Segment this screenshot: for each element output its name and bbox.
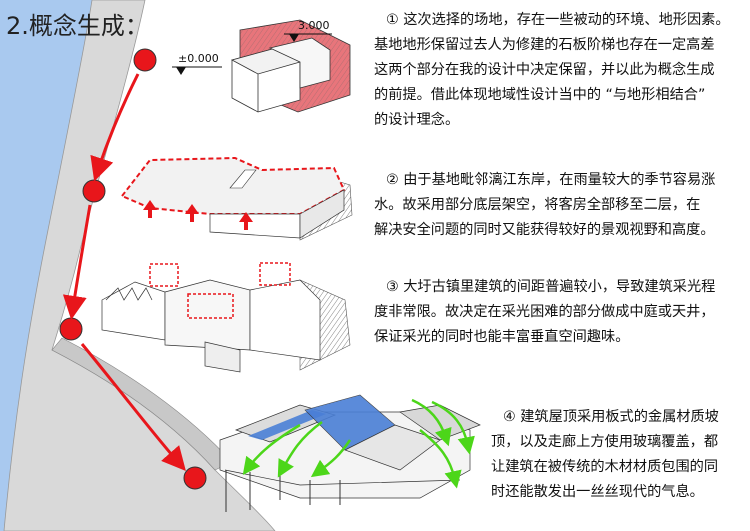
flow-arrow-3 (80, 343, 186, 472)
river (0, 0, 92, 531)
paragraph-line: ① 这次选择的场地，存在一些被动的环境、地形因素。 (386, 12, 730, 28)
level-label-upper: 3.000 (298, 19, 330, 32)
wind-arrow-1 (411, 398, 452, 447)
paragraph-line: 保证采光的同时也能丰富垂直空间趣味。 (374, 329, 630, 345)
paragraph-line: 度非常限。故决定在采光困难的部分做成中庭或天井， (374, 304, 715, 320)
paragraph-line: ② 由于基地毗邻漓江东岸，在雨量较大的季节容易涨 (386, 172, 716, 188)
concept-paragraph-3: ③ 大圩古镇里建筑的间距普遍较小，导致建筑采光程 度非常限。故决定在采光困难的部… (374, 275, 746, 350)
wind-arrow-4 (242, 423, 301, 475)
paragraph-line: ③ 大圩古镇里建筑的间距普遍较小，导致建筑采光程 (386, 279, 716, 295)
paragraph-line: 水。故采用部分底层架空，将客房全部移至二层，在 (374, 197, 701, 213)
wind-arrow-3 (419, 429, 462, 489)
wind-arrow-5 (277, 420, 323, 478)
level-marker-upper (289, 34, 299, 42)
roof-model (219, 394, 481, 512)
lift-arrow-3 (239, 212, 253, 230)
step-marker-2 (82, 179, 106, 203)
paragraph-line: 解决安全问题的同时又能获得较好的景观视野和高度。 (374, 222, 715, 238)
courtyard-model (101, 262, 351, 373)
lift-arrow-2 (185, 204, 199, 222)
paragraph-line: 顶，以及走廊上方使用玻璃覆盖，都 (491, 434, 719, 450)
lift-arrow-1 (143, 200, 157, 218)
terrain-model (230, 19, 351, 113)
paragraph-line: 基地地形保留过去人为修建的石板阶梯也存在一定高差 (374, 37, 715, 53)
step-marker-3 (59, 317, 83, 341)
concept-paragraph-1: ① 这次选择的场地，存在一些被动的环境、地形因素。 基地地形保留过去人为修建的石… (374, 8, 746, 133)
flow-arrow-2 (62, 204, 92, 320)
paragraph-line: 这两个部分在我的设计中决定保留，并以此为概念生成 (374, 62, 715, 78)
flow-arrow-1 (90, 73, 140, 182)
level-label-ground: ±0.000 (178, 52, 219, 65)
concept-paragraph-4: ④ 建筑屋顶采用板式的金属材质坡 顶，以及走廊上方使用玻璃覆盖，都 让建筑在被传… (491, 405, 747, 505)
wind-arrow-6 (310, 439, 352, 478)
paragraph-line: 的前提。借此体现地域性设计当中的 “与地形相结合” (374, 87, 706, 103)
level-marker-ground (176, 67, 186, 75)
concept-paragraph-2: ② 由于基地毗邻漓江东岸，在雨量较大的季节容易涨 水。故采用部分底层架空，将客房… (374, 168, 746, 243)
paragraph-line: 时还能散发出一丝丝现代的气息。 (491, 484, 704, 500)
raised-floor-model (120, 156, 353, 241)
paragraph-line: 让建筑在被传统的木材材质包围的同 (491, 459, 719, 475)
paragraph-line: 的设计理念。 (374, 112, 460, 128)
page-title: 2.概念生成： (6, 12, 149, 40)
step-marker-4 (183, 466, 207, 490)
paragraph-line: ④ 建筑屋顶采用板式的金属材质坡 (503, 409, 719, 425)
step-marker-1 (133, 48, 157, 72)
wind-arrow-2 (431, 400, 475, 455)
